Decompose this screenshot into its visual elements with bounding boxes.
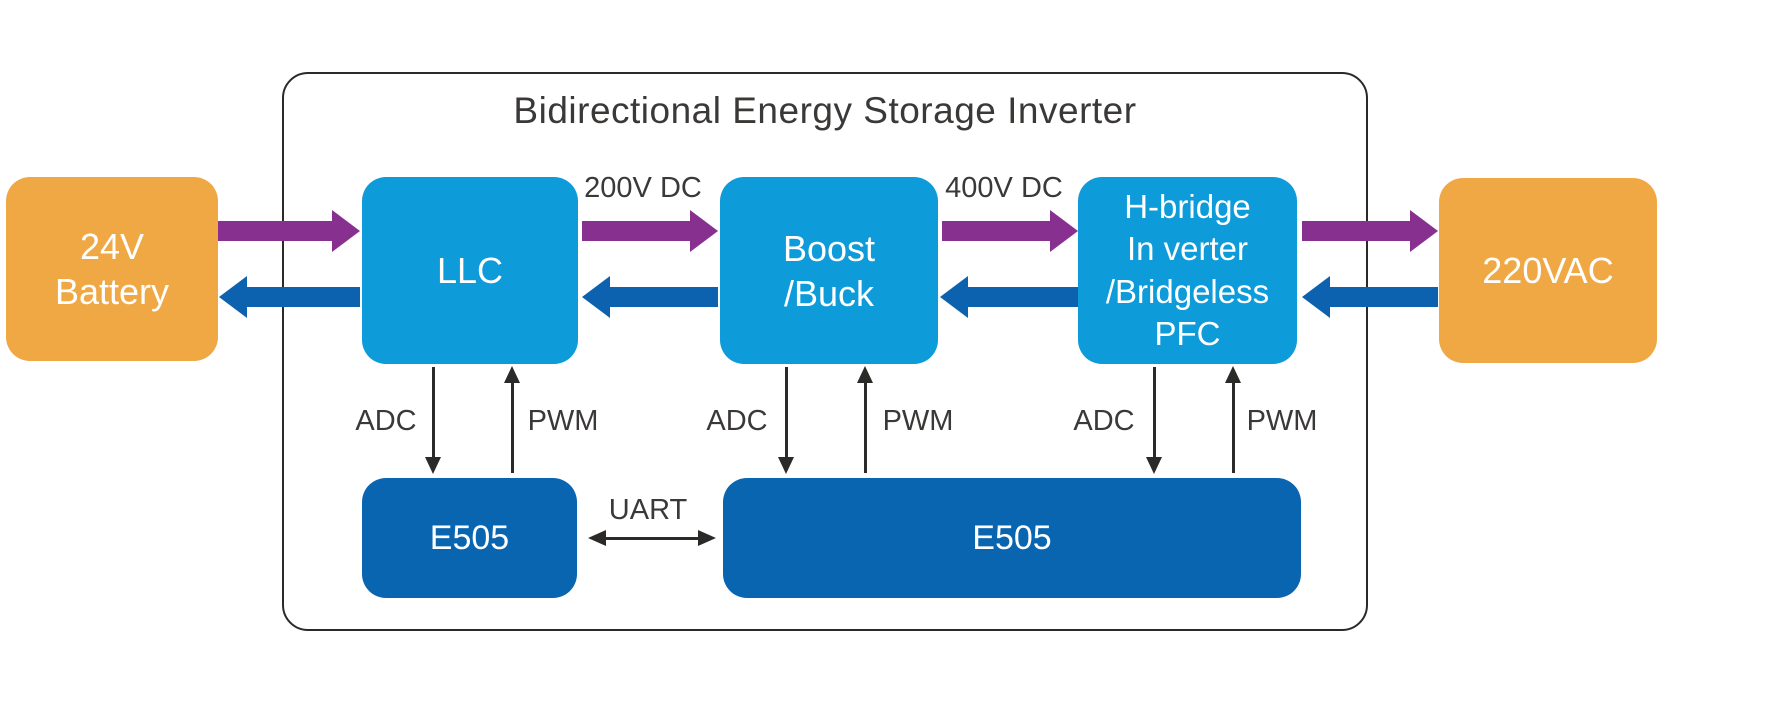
pwm-arrow-mcu-to-hbridge <box>1225 366 1241 473</box>
diagram-title: Bidirectional Energy Storage Inverter <box>513 90 1137 131</box>
forward-arrow-battery-to-llc <box>218 210 360 252</box>
label-200v-dc: 200V DC <box>584 172 702 204</box>
return-arrow-hbridge-to-boost <box>940 276 1078 318</box>
adc-arrow-hbridge-to-mcu <box>1146 367 1162 474</box>
return-arrow-head-icon <box>219 276 247 318</box>
block-mcu-e505-left: E505 <box>362 478 577 598</box>
block-boost-buck-label: Boost /Buck <box>782 227 876 314</box>
arrow-line <box>432 367 435 457</box>
return-arrow-llc-to-battery <box>219 276 360 318</box>
arrow-up-head-icon <box>1225 366 1241 383</box>
block-battery: 24V Battery <box>6 177 218 361</box>
arrow-line <box>1153 367 1156 457</box>
block-battery-label: 24V Battery <box>54 226 170 312</box>
pwm-arrow-mcu-to-boost <box>857 366 873 473</box>
forward-arrow-head-icon <box>690 210 718 252</box>
arrow-line <box>511 383 514 473</box>
block-mcu-e505-right: E505 <box>723 478 1301 598</box>
forward-arrow-head-icon <box>332 210 360 252</box>
block-mcu-e505-left-label: E505 <box>429 518 510 557</box>
label-400v-dc: 400V DC <box>945 172 1063 204</box>
pwm-arrow-mcu-to-llc <box>504 366 520 473</box>
forward-arrow-head-icon <box>1410 210 1438 252</box>
label-adc-llc: ADC <box>355 405 417 437</box>
arrow-down-head-icon <box>1146 457 1162 474</box>
return-arrow-head-icon <box>1302 276 1330 318</box>
return-arrow-shaft <box>608 287 718 307</box>
block-llc-converter: LLC <box>362 177 578 364</box>
arrow-down-head-icon <box>425 457 441 474</box>
return-arrow-grid-to-hbridge <box>1302 276 1438 318</box>
block-mcu-e505-right-label: E505 <box>972 518 1052 557</box>
forward-arrow-boost-to-hbridge <box>942 210 1078 252</box>
return-arrow-shaft <box>1328 287 1438 307</box>
forward-arrow-shaft <box>582 221 692 241</box>
arrow-line <box>785 367 788 457</box>
arrow-up-head-icon <box>504 366 520 383</box>
block-ac-grid: 220VAC <box>1439 178 1657 363</box>
return-arrow-boost-to-llc <box>582 276 718 318</box>
forward-arrow-llc-to-boost <box>582 210 718 252</box>
block-ac-grid-label: 220VAC <box>1482 250 1614 291</box>
arrow-up-head-icon <box>857 366 873 383</box>
adc-arrow-llc-to-mcu <box>425 367 441 474</box>
arrow-line <box>602 537 702 540</box>
label-uart: UART <box>608 494 688 526</box>
return-arrow-shaft <box>966 287 1078 307</box>
forward-arrow-shaft <box>942 221 1052 241</box>
forward-arrow-head-icon <box>1050 210 1078 252</box>
block-boost-buck-converter: Boost /Buck <box>720 177 938 364</box>
arrow-right-head-icon <box>698 530 716 546</box>
label-pwm-boost: PWM <box>882 405 954 437</box>
arrow-left-head-icon <box>588 530 606 546</box>
label-pwm-llc: PWM <box>527 405 599 437</box>
adc-arrow-boost-to-mcu <box>778 367 794 474</box>
label-adc-hbridge: ADC <box>1073 405 1135 437</box>
inverter-boundary-box <box>282 72 1368 631</box>
block-h-bridge-label: H-bridge In verter /Bridgeless PFC <box>1105 188 1270 352</box>
forward-arrow-shaft <box>1302 221 1412 241</box>
forward-arrow-shaft <box>218 221 334 241</box>
label-pwm-hbridge: PWM <box>1246 405 1318 437</box>
arrow-down-head-icon <box>778 457 794 474</box>
label-adc-boost: ADC <box>706 405 768 437</box>
block-llc-label: LLC <box>436 250 504 291</box>
return-arrow-head-icon <box>582 276 610 318</box>
arrow-line <box>864 383 867 473</box>
uart-double-arrow <box>588 530 716 547</box>
forward-arrow-hbridge-to-grid <box>1302 210 1438 252</box>
return-arrow-head-icon <box>940 276 968 318</box>
block-h-bridge-inverter-pfc: H-bridge In verter /Bridgeless PFC <box>1078 177 1297 364</box>
return-arrow-shaft <box>245 287 360 307</box>
arrow-line <box>1232 383 1235 473</box>
